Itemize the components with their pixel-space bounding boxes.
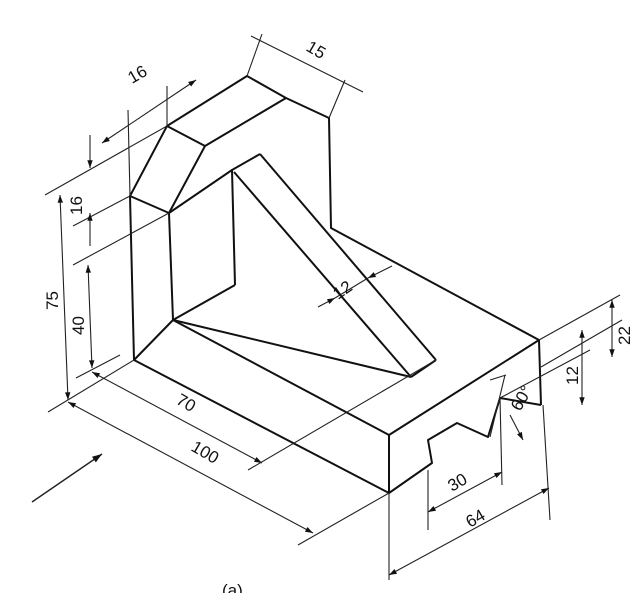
chamfer-face: [129, 125, 206, 214]
upright-left-vertical: [129, 195, 135, 361]
dim-label-12-slot: 12: [563, 366, 582, 385]
dim-label-100: 100: [188, 437, 222, 468]
rib-base-edge: [172, 284, 236, 321]
dim-label-60-deg: 60°: [507, 382, 536, 414]
dim-label-22: 22: [615, 326, 634, 345]
viewing-direction-arrow: [31, 453, 103, 503]
dim-label-15: 15: [303, 37, 329, 63]
base-right-top-edge: [388, 339, 540, 436]
dim-label-64: 64: [463, 506, 489, 532]
rib-foot-line: [172, 319, 412, 378]
upright-right-edge: [285, 97, 540, 341]
upright-top-face: [166, 75, 287, 147]
dimension-lines: [44, 33, 623, 580]
figure-caption: (a): [222, 581, 243, 593]
object-outline: [129, 75, 542, 494]
rib-vertical: [231, 169, 236, 286]
base-bottom-edge: [133, 359, 390, 494]
rib-slope-back: [259, 153, 437, 361]
dim-label-40: 40: [69, 316, 88, 335]
dim-label-75: 75: [43, 291, 62, 310]
dim-label-16-side: 16: [67, 196, 86, 215]
upright-inner-top: [168, 153, 261, 214]
dim-label-16-top: 16: [125, 62, 151, 88]
upright-inner-vertical: [168, 212, 174, 321]
base-top-front-edge: [172, 319, 390, 436]
rib-slope-front: [233, 171, 412, 378]
base-right-vertical: [538, 339, 542, 406]
base-left-bottom-top: [133, 319, 174, 361]
dim-label-70: 70: [173, 390, 199, 416]
